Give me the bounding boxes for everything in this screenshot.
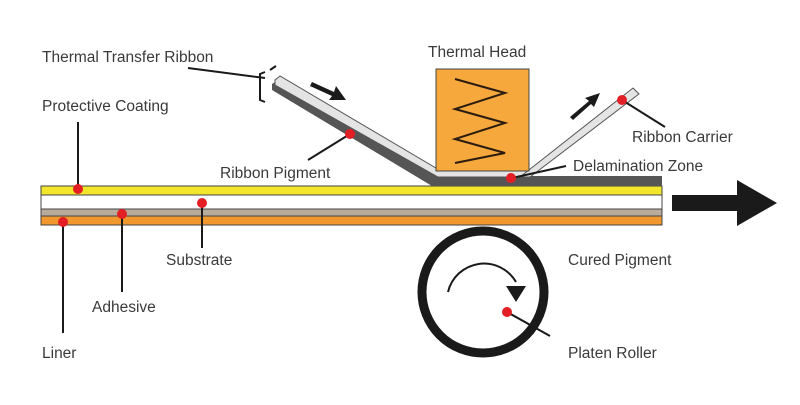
substrate-layer bbox=[40, 194, 663, 210]
label-ribbon-carrier: Ribbon Carrier bbox=[632, 129, 733, 146]
label-adhesive: Adhesive bbox=[92, 299, 156, 316]
marker-protective-coating bbox=[73, 184, 83, 194]
platen-roller bbox=[417, 226, 549, 358]
thermal-head bbox=[435, 68, 530, 172]
ribbon-takeup-arrow-icon bbox=[570, 93, 600, 120]
label-stack bbox=[40, 185, 663, 226]
marker-substrate bbox=[197, 198, 207, 208]
label-delamination-zone: Delamination Zone bbox=[573, 158, 703, 175]
rotation-arrowhead-icon bbox=[506, 286, 526, 302]
media-direction-arrow-icon bbox=[672, 180, 777, 226]
label-substrate: Substrate bbox=[166, 252, 232, 269]
rotation-arrow-icon bbox=[447, 262, 517, 293]
marker-delamination-zone bbox=[506, 173, 516, 183]
label-liner: Liner bbox=[42, 345, 76, 362]
adhesive-layer bbox=[40, 208, 663, 217]
marker-liner bbox=[58, 217, 68, 227]
marker-platen-roller bbox=[502, 307, 512, 317]
ribbon-carrier-band-out bbox=[518, 87, 640, 178]
protective-coating-layer bbox=[40, 185, 663, 196]
heating-element-icon bbox=[451, 78, 509, 164]
label-protective-coating: Protective Coating bbox=[42, 98, 169, 115]
marker-ribbon-carrier bbox=[617, 95, 627, 105]
ribbon-feed-arrow-icon bbox=[310, 82, 346, 100]
label-ribbon-pigment: Ribbon Pigment bbox=[220, 165, 331, 182]
label-thermal-transfer-ribbon: Thermal Transfer Ribbon bbox=[42, 49, 213, 66]
markers bbox=[58, 95, 627, 317]
label-thermal-head: Thermal Head bbox=[428, 44, 526, 61]
label-platen-roller: Platen Roller bbox=[568, 345, 657, 362]
marker-adhesive bbox=[117, 209, 127, 219]
liner-layer bbox=[40, 215, 663, 226]
marker-ribbon-pigment bbox=[345, 129, 355, 139]
label-cured-pigment: Cured Pigment bbox=[568, 252, 672, 269]
leader-lines bbox=[62, 65, 666, 337]
